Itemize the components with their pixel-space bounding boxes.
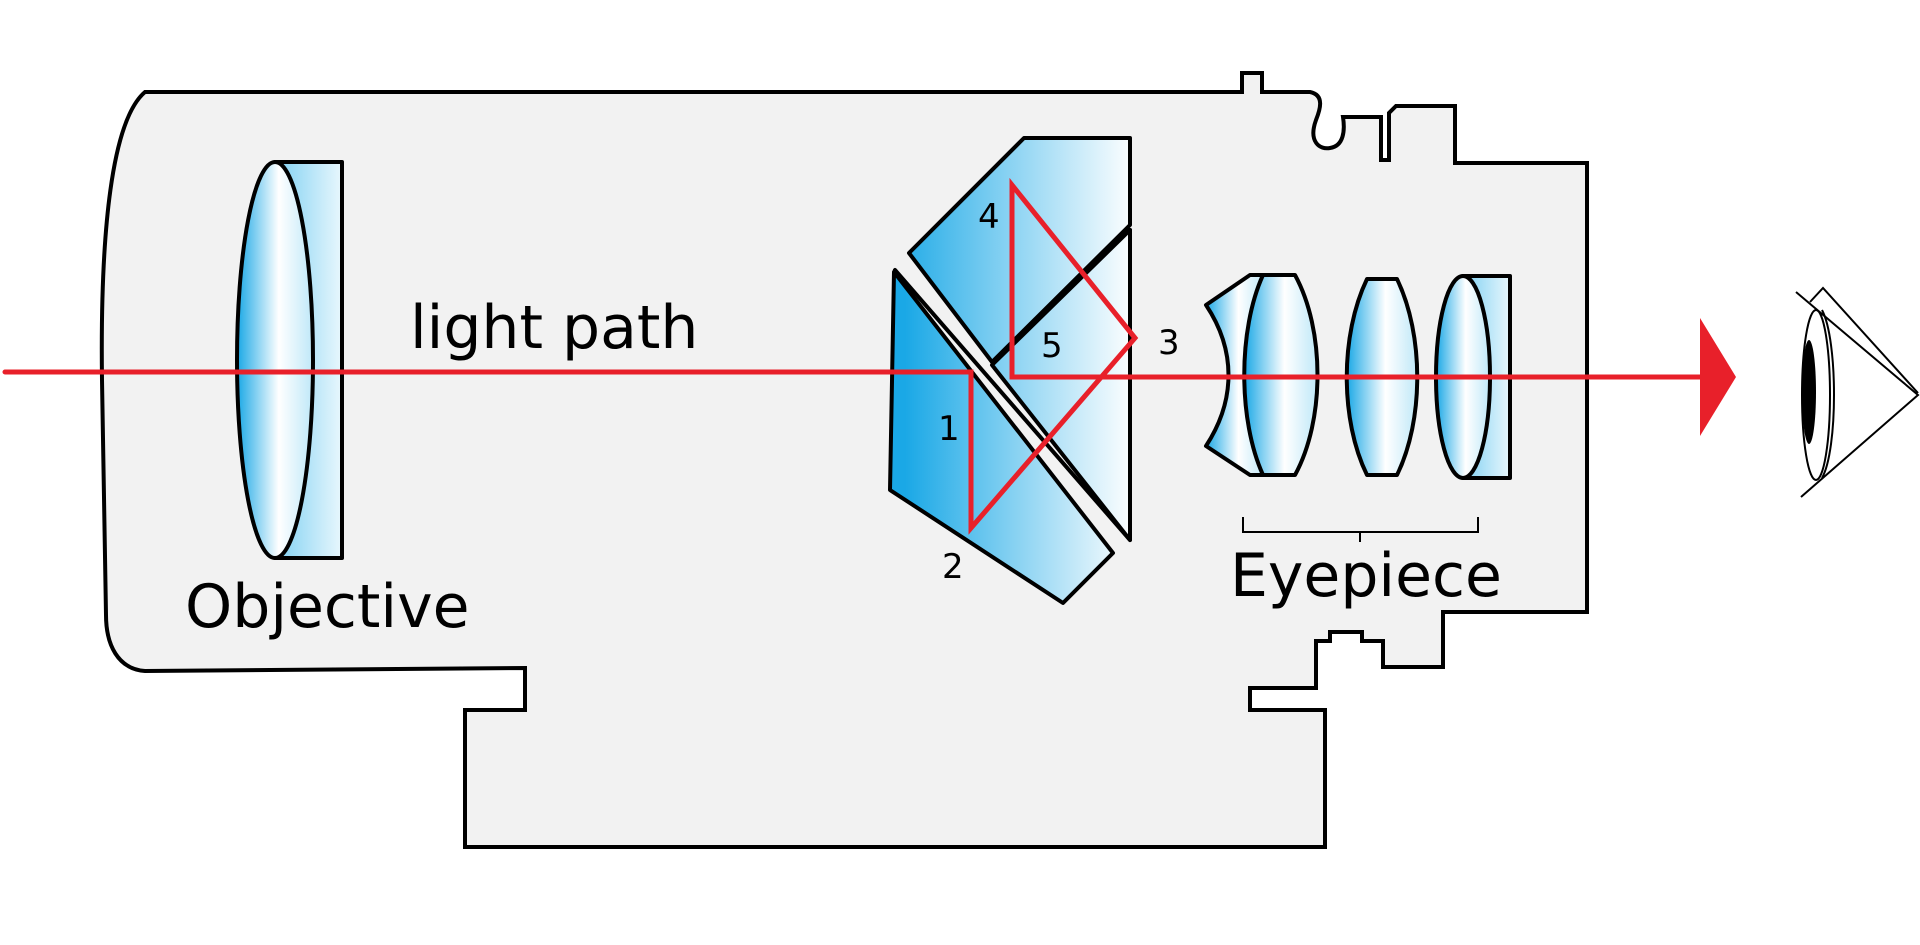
path-point-5: 5	[1041, 326, 1063, 366]
right-prism	[990, 228, 1132, 542]
light-path	[2, 177, 1736, 535]
eye-icon	[1795, 286, 1920, 498]
prism-assembly	[888, 136, 1132, 605]
objective-lens	[235, 160, 344, 560]
eyepiece-label: Eyepiece	[1230, 541, 1502, 611]
light-ray	[2, 177, 1705, 535]
objective-lens-face	[235, 160, 315, 560]
upper-prism	[907, 136, 1132, 364]
eyepiece-bracket	[1242, 517, 1479, 542]
light-path-label: light path	[410, 293, 698, 363]
arrow-right-icon	[1700, 318, 1736, 436]
path-point-1: 1	[938, 409, 960, 449]
lower-left-prism	[888, 270, 1115, 605]
objective-label: Objective	[185, 572, 470, 642]
eye-pupil	[1802, 340, 1816, 444]
path-point-3: 3	[1158, 323, 1180, 363]
path-point-4: 4	[978, 197, 1000, 237]
housing-body	[99, 71, 1589, 849]
path-point-2: 2	[942, 547, 964, 587]
